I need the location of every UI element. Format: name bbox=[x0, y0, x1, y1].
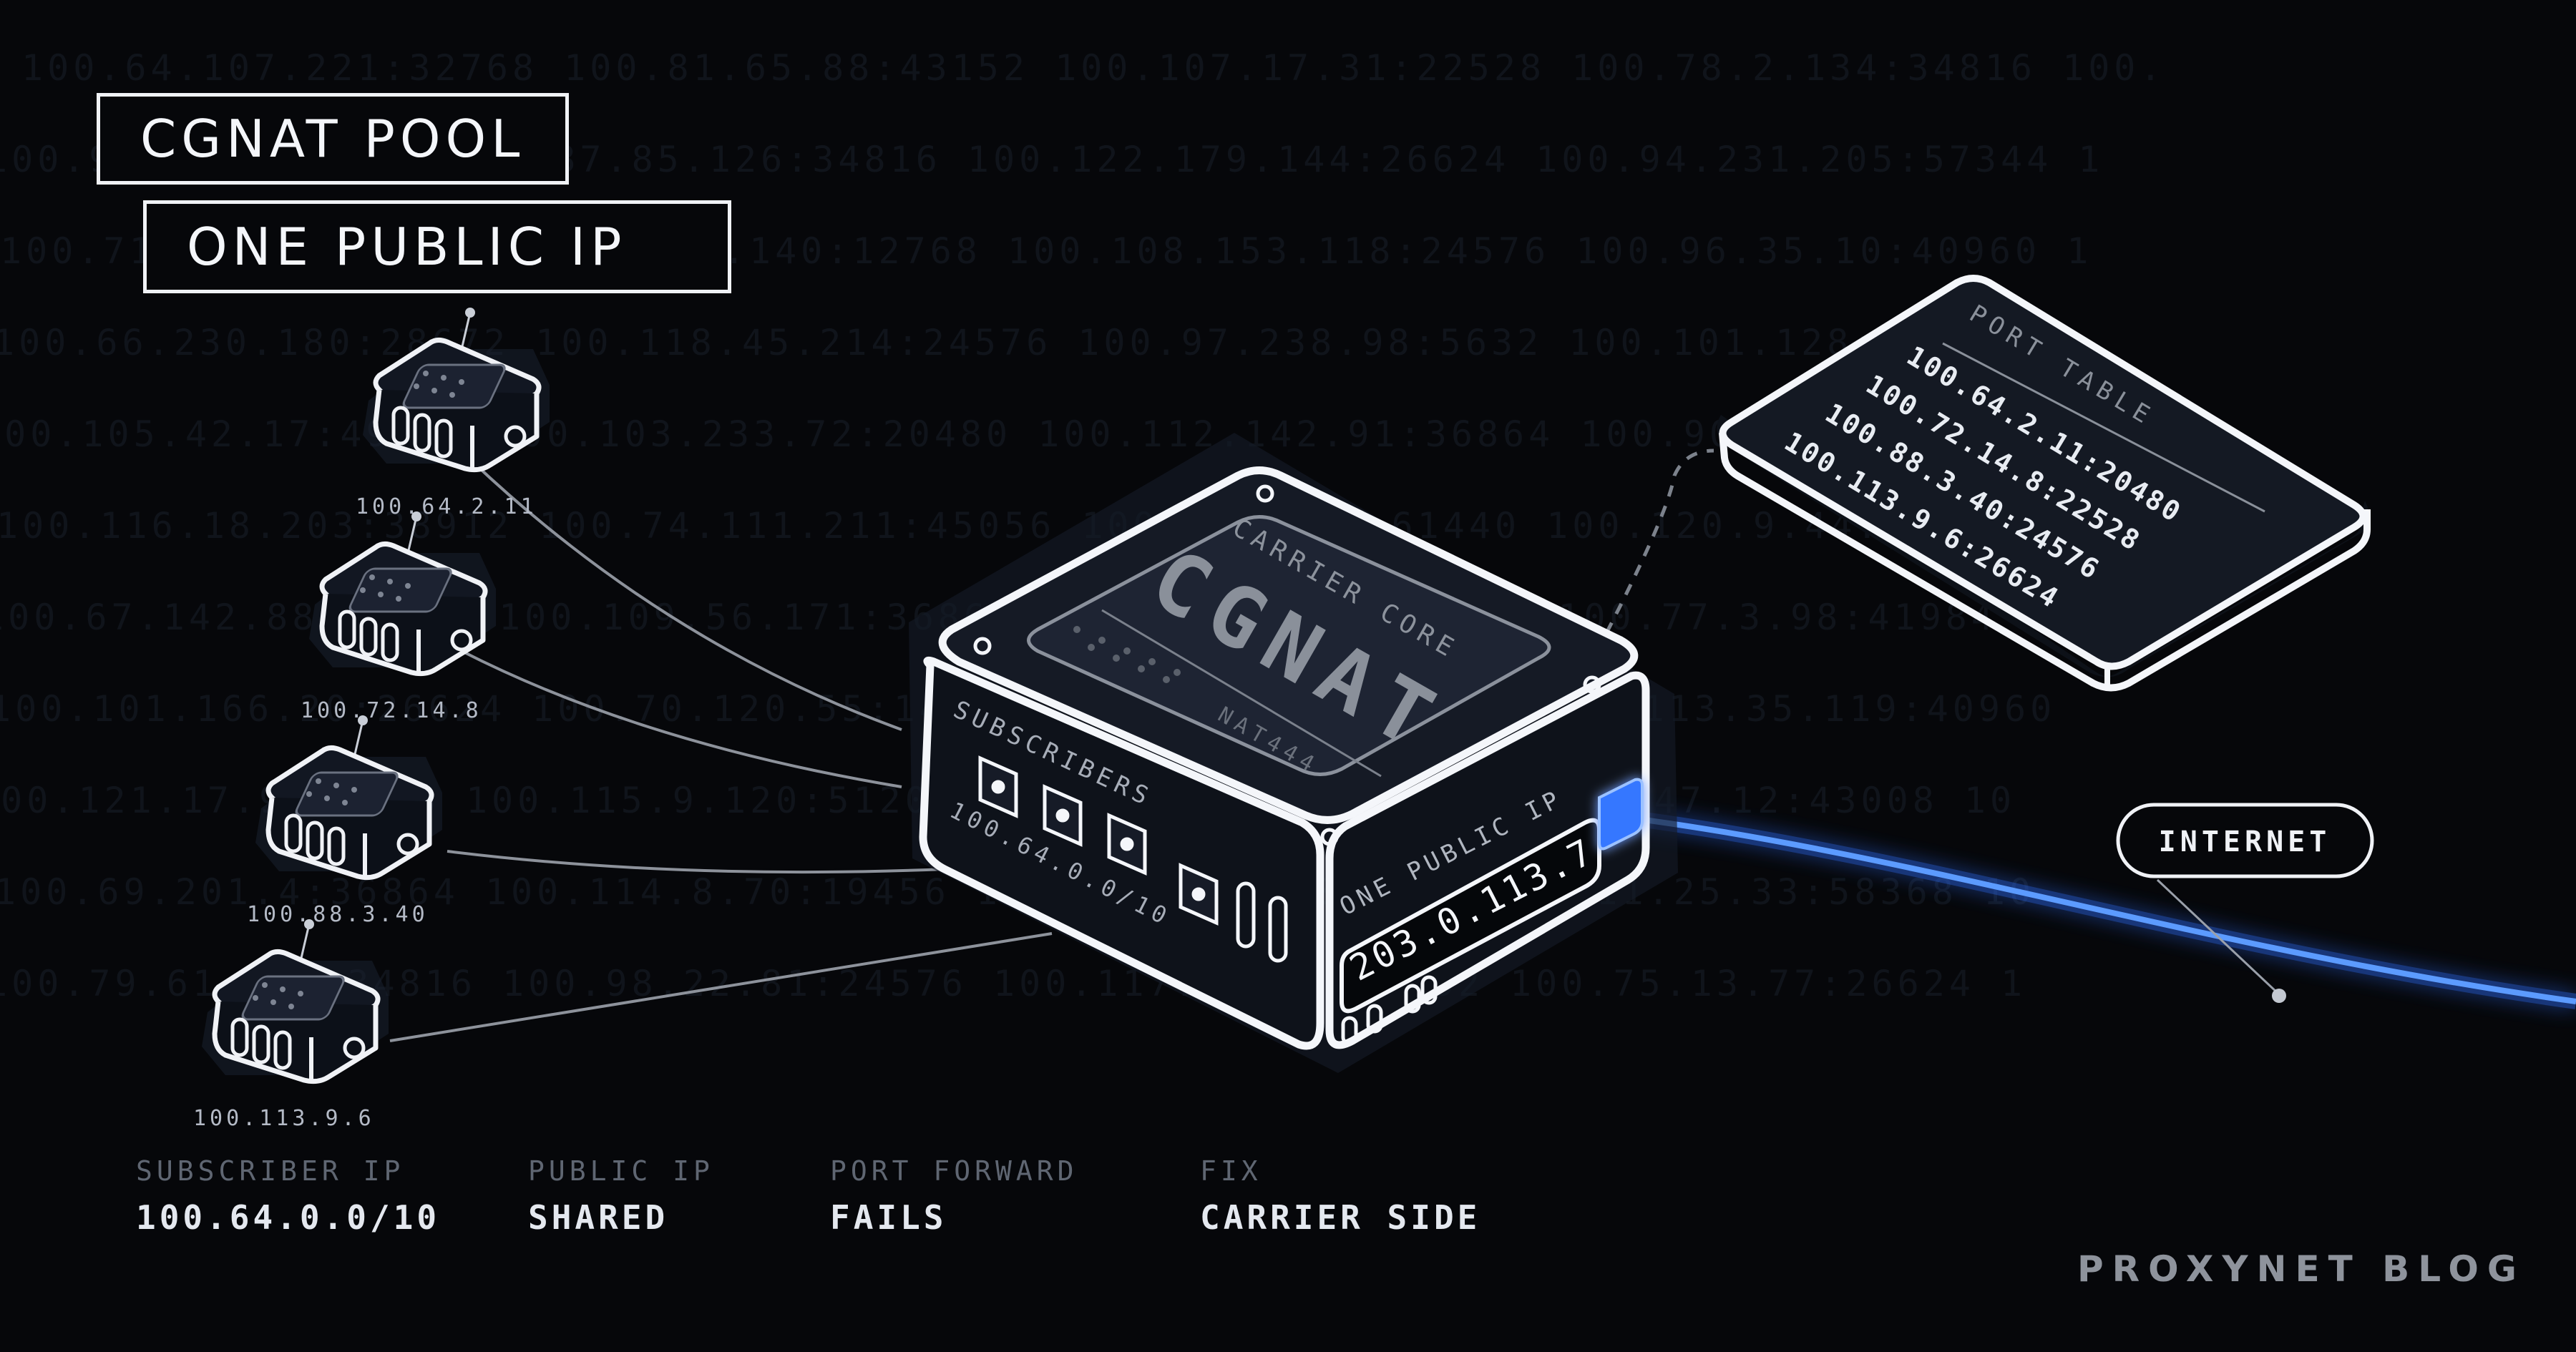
uplink-port-icon bbox=[1598, 778, 1644, 851]
subscriber-device bbox=[363, 308, 550, 473]
stat-value: SHARED bbox=[528, 1198, 669, 1237]
subscriber-device bbox=[309, 511, 496, 677]
bg-ip-row: 100.116.18.203:38912 100.74.111.211:4505… bbox=[0, 505, 2063, 547]
port-slot bbox=[1236, 881, 1256, 949]
brand-wordmark: PROXYNET BLOG bbox=[2077, 1248, 2525, 1290]
title-cgnat-pool: CGNAT POOL bbox=[97, 93, 569, 185]
stat-public-ip: PUBLIC IP SHARED bbox=[528, 1155, 714, 1237]
stat-label: FIX bbox=[1200, 1155, 1262, 1187]
subscriber-ip-label: 100.113.9.6 bbox=[193, 1106, 375, 1131]
port-slot bbox=[1341, 1016, 1358, 1046]
port-table-edge bbox=[1719, 432, 2371, 692]
title-one-public-ip: ONE PUBLIC IP bbox=[143, 200, 731, 293]
cgnat-top-divider bbox=[1101, 609, 1382, 778]
port-slot bbox=[1404, 984, 1421, 1014]
internet-link bbox=[1638, 816, 2576, 1004]
link-line bbox=[471, 460, 902, 731]
port-slot bbox=[1420, 975, 1438, 1005]
cgnat-screws bbox=[973, 484, 1601, 846]
stat-label: SUBSCRIBER IP bbox=[136, 1155, 405, 1187]
stat-fix: FIX CARRIER SIDE bbox=[1200, 1155, 1480, 1237]
subscriber-ports bbox=[978, 755, 1219, 926]
cgnat-box: CARRIER CORE CGNAT NAT444 SUBSCRIBERS 10… bbox=[909, 433, 1678, 1073]
public-ip-display bbox=[1340, 818, 1601, 1014]
bg-ip-row: 100.105.42.17:49152 100.103.233.72:20480… bbox=[0, 413, 2045, 455]
link-line bbox=[461, 650, 902, 788]
subscriber-ip-label: 100.72.14.8 bbox=[301, 698, 482, 723]
internet-label: INTERNET bbox=[2159, 826, 2331, 858]
subscriber-ip-label: 100.88.3.40 bbox=[247, 902, 429, 927]
stat-label: PORT FORWARD bbox=[830, 1155, 1078, 1187]
subscriber-device bbox=[255, 715, 442, 881]
cgnat-vent-dots bbox=[1073, 626, 1181, 683]
subscriber-links bbox=[389, 460, 1053, 1042]
subscriber-ip-label: 100.64.2.11 bbox=[356, 494, 537, 519]
port-table-divider bbox=[1942, 342, 2265, 513]
subscriber-device bbox=[202, 919, 389, 1084]
stat-value: CARRIER SIDE bbox=[1200, 1198, 1481, 1237]
internet-callout: INTERNET bbox=[2116, 803, 2374, 1003]
port-table-link bbox=[1604, 449, 1714, 635]
cgnat-top-plate bbox=[1027, 515, 1551, 776]
internet-pill bbox=[2116, 803, 2374, 878]
port-slot bbox=[1366, 1004, 1383, 1034]
stat-value: FAILS bbox=[830, 1198, 947, 1237]
stat-value: 100.64.0.0/10 bbox=[136, 1198, 441, 1237]
port-slot bbox=[1268, 896, 1288, 963]
stat-port-forward: PORT FORWARD FAILS bbox=[830, 1155, 1078, 1237]
stat-subscriber-ip: SUBSCRIBER IP 100.64.0.0/10 bbox=[136, 1155, 440, 1237]
stat-label: PUBLIC IP bbox=[528, 1155, 714, 1187]
bg-ip-row: 100.64.107.221:32768 100.81.65.88:43152 … bbox=[21, 47, 2166, 89]
internet-pointer-dot bbox=[2272, 989, 2286, 1003]
internet-pointer bbox=[2156, 878, 2280, 996]
link-line bbox=[389, 932, 1053, 1042]
bg-ip-row: 100.66.230.180:28672 100.118.45.214:2457… bbox=[0, 322, 2008, 363]
link-line bbox=[447, 850, 945, 874]
